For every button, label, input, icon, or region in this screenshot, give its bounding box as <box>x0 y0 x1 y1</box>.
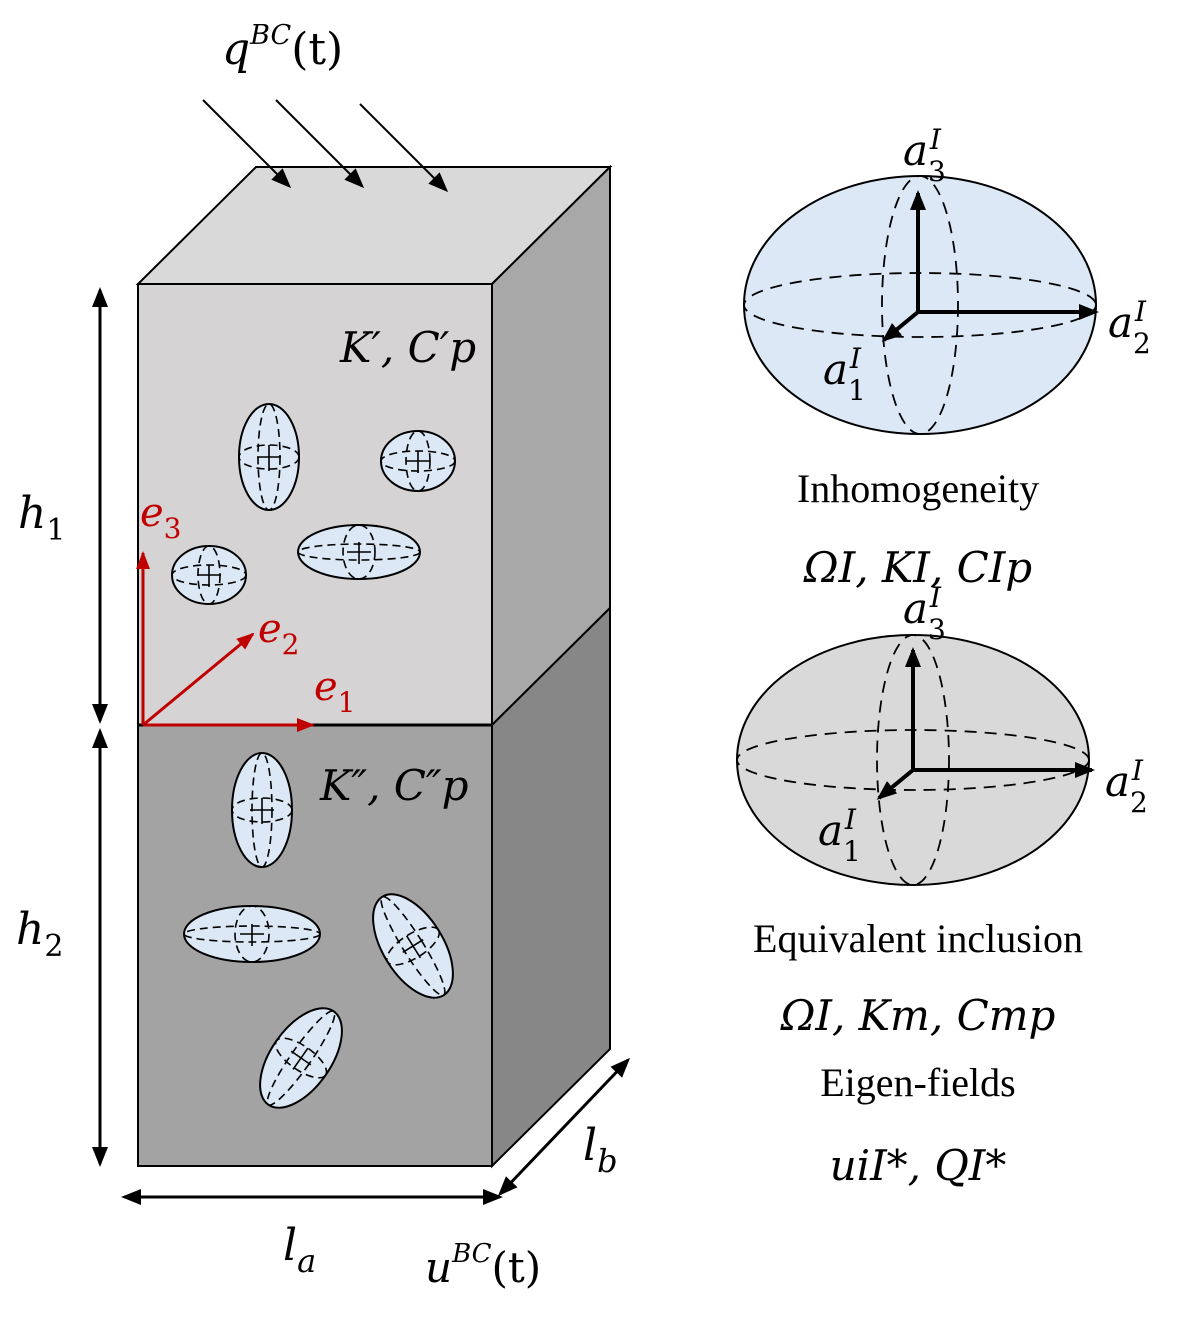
heat-flux-bc-label: qBC(t) <box>222 20 343 75</box>
h2-label: h2 <box>16 904 63 964</box>
e1-label: e1 <box>314 664 356 719</box>
equivalent-inclusion-properties: ΩI, Km, Cmp <box>780 991 1056 1040</box>
inclusion-particle <box>238 403 300 511</box>
coordinate-frame <box>136 551 315 732</box>
bilayer-block <box>135 164 613 1169</box>
inclusion-particle <box>231 752 293 868</box>
e2-axis <box>142 632 255 727</box>
lb-label: lb <box>583 1120 618 1180</box>
heat-flux-arrows <box>202 99 449 193</box>
upper-layer-front-face <box>137 283 493 726</box>
inclusion-particles <box>171 403 456 1109</box>
dimension-arrows <box>92 287 631 1205</box>
inhomogeneity-a2-label: a2I <box>1108 295 1151 360</box>
inhomogeneity-title: Inhomogeneity <box>797 466 1039 511</box>
inhomogeneity-properties: ΩI, KI, CIp <box>803 543 1032 592</box>
eigen-fields-properties: uiI*, QI* <box>830 1141 1007 1190</box>
inclusion-particle <box>297 524 421 580</box>
e2-label: e2 <box>258 606 300 661</box>
equivalent-inclusion-ellipsoid <box>736 634 1095 886</box>
displacement-bc-label: uBC(t) <box>425 1239 541 1292</box>
inhomogeneity-ellipsoid <box>743 175 1099 435</box>
equivalent-inclusion-title: Equivalent inclusion <box>753 916 1083 961</box>
inclusion-particle <box>183 905 321 963</box>
upper-layer-properties: K′, C′p <box>339 323 476 372</box>
inclusion-particle <box>259 1007 343 1109</box>
equivalent-a2-label: a2I <box>1105 754 1148 819</box>
lower-layer-properties: K″, C″p <box>319 761 468 810</box>
e3-label: e3 <box>140 490 182 545</box>
la-label: la <box>283 1220 316 1280</box>
inclusion-particle <box>372 893 454 999</box>
inclusion-particle <box>380 430 456 492</box>
h1-label: h1 <box>18 488 65 548</box>
lb-dimension-arrow <box>497 1057 631 1197</box>
eigen-fields-title: Eigen-fields <box>820 1060 1016 1105</box>
inclusion-particle <box>171 545 247 605</box>
